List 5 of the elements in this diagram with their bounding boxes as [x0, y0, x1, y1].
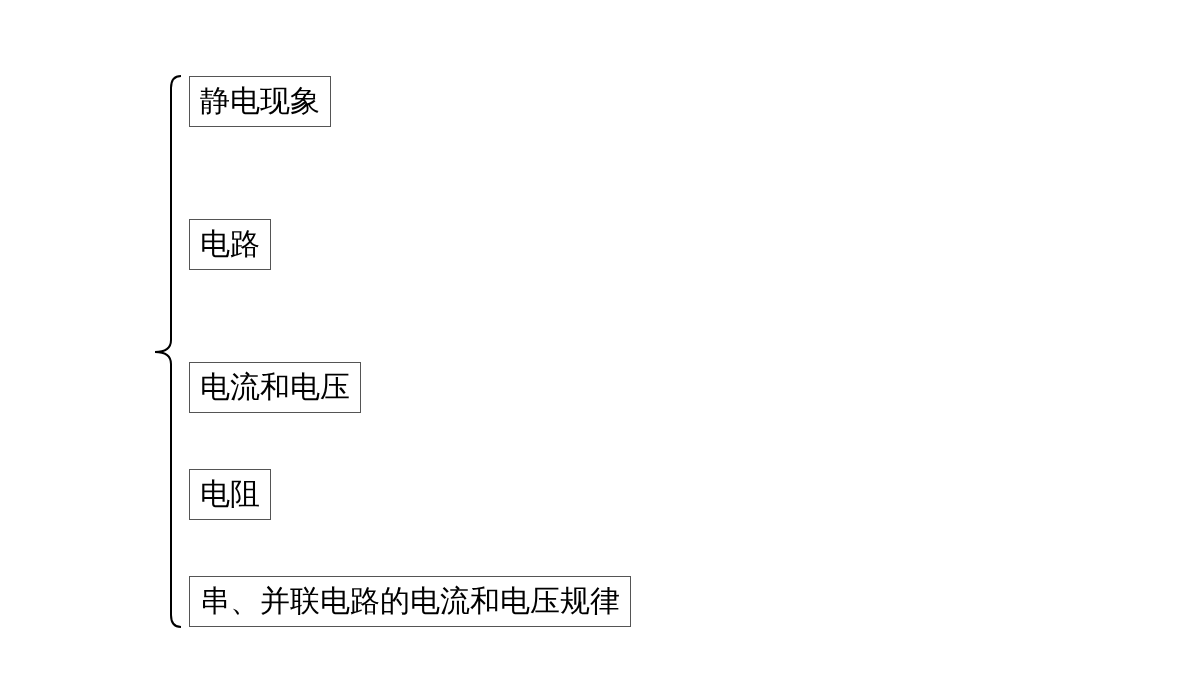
topic-box: 电阻: [189, 469, 271, 520]
topic-box: 串、并联电路的电流和电压规律: [189, 576, 631, 627]
topic-box: 静电现象: [189, 76, 331, 127]
topic-box: 电流和电压: [189, 362, 361, 413]
topic-box: 电路: [189, 219, 271, 270]
